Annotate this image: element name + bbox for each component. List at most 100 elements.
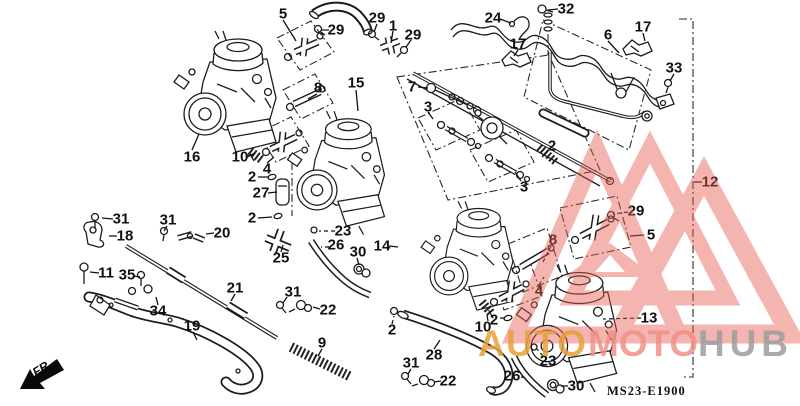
fr-direction-arrow: FR.: [20, 357, 64, 389]
part-label-33: 33: [666, 60, 683, 77]
screw-31: [400, 371, 410, 381]
part-label-11: 11: [98, 265, 114, 282]
part-label-22: 22: [440, 373, 457, 390]
part-label-26: 26: [328, 237, 345, 254]
clip-29: [399, 45, 409, 55]
screw-31: [90, 212, 100, 222]
part-label-2: 2: [388, 322, 396, 339]
clip-29: [367, 29, 377, 39]
screw-31: [275, 300, 285, 310]
clip-23: [310, 226, 318, 234]
clip-2: [389, 306, 399, 316]
part-label-4: 4: [263, 161, 272, 178]
clip-17: [622, 39, 653, 57]
part-label-14: 14: [374, 238, 391, 255]
spring-9: [288, 342, 354, 382]
part-label-17: 17: [510, 36, 527, 53]
bracket-24: [511, 16, 530, 41]
part-label-8: 8: [314, 80, 322, 97]
leader-lines: [89, 8, 702, 387]
diagram-code: MS23-E1900: [607, 384, 686, 398]
hoses: [264, 1, 550, 398]
part-label-13: 13: [641, 310, 658, 327]
part-label-31: 31: [403, 355, 420, 372]
dashed-leader-lines: [319, 211, 642, 379]
part-label-31: 31: [285, 284, 302, 301]
part-label-35: 35: [119, 267, 136, 284]
part-label-9: 9: [318, 335, 326, 352]
part-label-29: 29: [328, 22, 345, 39]
part-label-2: 2: [248, 169, 256, 186]
part-label-30: 30: [568, 378, 585, 395]
part-label-10: 10: [475, 319, 492, 336]
part-label-12: 12: [702, 174, 719, 191]
part-label-17: 17: [635, 19, 652, 36]
joint-pipe-27: [275, 178, 290, 206]
part-label-4: 4: [535, 283, 544, 300]
clip-2: [273, 212, 283, 220]
spring-10: [247, 147, 265, 164]
part-label-20: 20: [214, 225, 231, 242]
part-label-8: 8: [549, 232, 557, 249]
part-label-22: 22: [320, 302, 337, 319]
carburetor-1: [173, 30, 277, 162]
watermark-triangles: [501, 129, 800, 344]
part-label-3: 3: [424, 99, 432, 116]
part-label-6: 6: [604, 27, 612, 44]
watermark-text-auto: AUTO: [478, 323, 586, 364]
part-label-5: 5: [647, 227, 655, 244]
part-label-2: 2: [548, 138, 556, 155]
part-label-31: 31: [160, 212, 177, 229]
accelerator-pump: [480, 116, 504, 140]
part-label-31: 31: [113, 211, 130, 228]
part-label-1: 1: [389, 18, 397, 35]
part-label-25: 25: [273, 250, 290, 267]
part-label-28: 28: [426, 347, 443, 364]
clip-29: [313, 24, 323, 34]
part-label-10: 10: [232, 149, 249, 166]
part-label-2: 2: [248, 210, 256, 227]
clip-29: [606, 210, 616, 220]
collar-34: [127, 286, 137, 296]
kit-contents: [247, 32, 615, 322]
torsion-spring: [615, 87, 627, 99]
part-label-29: 29: [405, 27, 422, 44]
screw-32: [537, 4, 547, 14]
clip-2: [503, 314, 513, 322]
bracket-18: [83, 220, 105, 248]
choke-rod-assembly: [501, 4, 675, 122]
carburetor-3: [420, 200, 514, 319]
part-label-29: 29: [369, 10, 386, 27]
part-label-19: 19: [184, 318, 201, 335]
part-label-3: 3: [520, 179, 528, 196]
part-label-23: 23: [335, 223, 352, 240]
part-label-18: 18: [117, 228, 134, 245]
spring-2: [536, 144, 560, 166]
part-label-34: 34: [150, 303, 167, 320]
throttle-rod-and-stay: [79, 24, 620, 395]
part-label-5: 5: [279, 6, 287, 23]
part-label-23: 23: [540, 353, 557, 370]
carburetor-2: [286, 110, 386, 236]
part-label-29: 29: [628, 203, 645, 220]
watermark: AUTO MOTO HUB: [478, 129, 800, 364]
clip-17: [501, 50, 532, 68]
part-label-2: 2: [490, 312, 498, 329]
part-label-27: 27: [253, 185, 270, 202]
watermark-text-hub: HUB: [698, 323, 788, 364]
group-12-bracket: [679, 18, 694, 378]
part-label-7: 7: [408, 79, 416, 96]
screw-33: [663, 78, 673, 88]
screw-11: [79, 262, 89, 272]
spring-10: [478, 299, 496, 317]
part-label-16: 16: [184, 149, 201, 166]
stay-18b: [89, 294, 111, 316]
part-label-26: 26: [504, 368, 521, 385]
part-label-24: 24: [485, 10, 502, 27]
part-label-15: 15: [348, 75, 365, 92]
screw-35: [136, 270, 146, 280]
clip-2: [267, 173, 277, 181]
